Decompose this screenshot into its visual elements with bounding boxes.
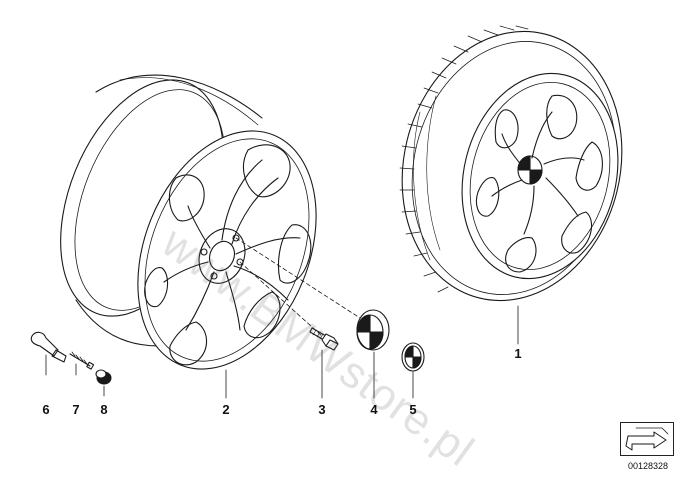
callout-5: 5: [409, 402, 417, 417]
hub-cap-drawing: [356, 309, 390, 351]
reference-arrow-icon: [625, 427, 669, 451]
rim-drawing: [60, 74, 317, 370]
reference-code: 00128328: [627, 461, 669, 471]
callout-1: 1: [514, 346, 522, 361]
callout-3: 3: [318, 402, 326, 417]
valve-drawing: [30, 331, 67, 363]
reference-box: [620, 422, 674, 456]
callout-6: 6: [42, 402, 50, 417]
callout-4: 4: [370, 402, 378, 417]
callout-2: 2: [222, 402, 230, 417]
leader-lines: [235, 237, 361, 337]
valve-cap-drawing: [95, 369, 112, 385]
emblem-drawing: [401, 342, 425, 372]
callout-8: 8: [100, 402, 108, 417]
valve-insert-drawing: [69, 351, 95, 370]
complete-wheel-drawing: [399, 25, 623, 302]
wheel-bolt-drawing: [309, 327, 339, 351]
callout-leaders: [45, 305, 519, 399]
callout-7: 7: [72, 402, 80, 417]
